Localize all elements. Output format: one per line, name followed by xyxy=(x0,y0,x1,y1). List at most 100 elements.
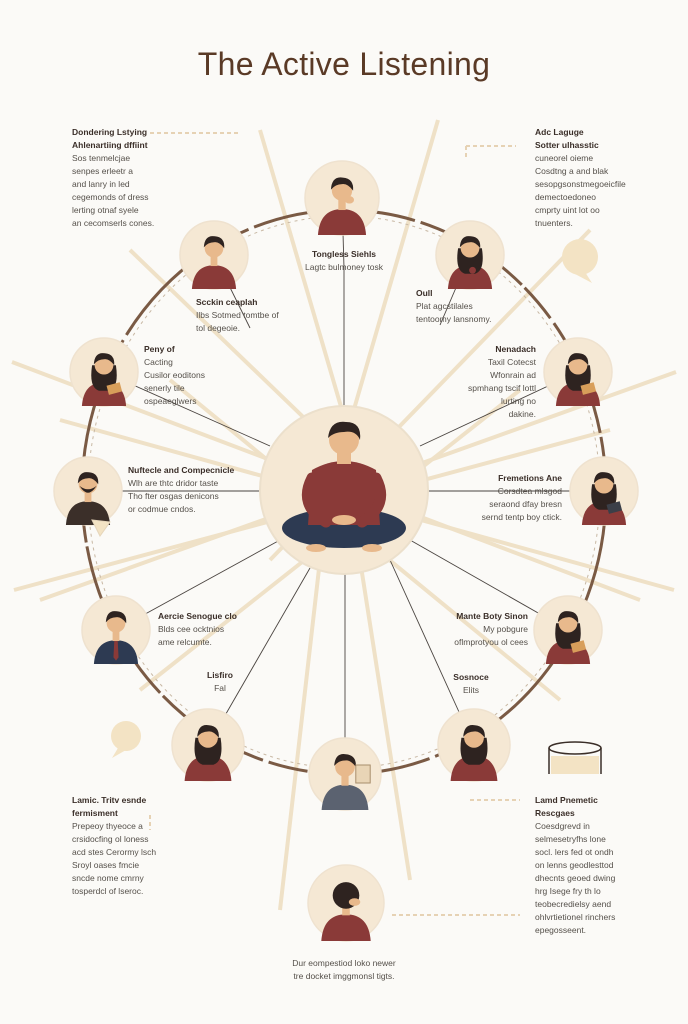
corner-top-left-text: cegemonds of dress xyxy=(72,192,149,202)
label-right-lower-text: oflmprotyou ol cees xyxy=(454,637,528,647)
corner-top-left-text: Sos tenmelcjae xyxy=(72,153,131,163)
label-left-middle-text: Wlh are thtc dridor taste xyxy=(128,478,219,488)
label-left-upper-text: senerly tile xyxy=(144,383,185,393)
label-upper-right-text: tentoomy lansnomy. xyxy=(416,314,492,324)
label-left-upper-text: Cusilor eoditons xyxy=(144,370,205,380)
label-right-upper-text: Wfonrain ad xyxy=(490,370,536,380)
label-bottom-left-title: Lisfiro xyxy=(207,670,233,680)
corner-bottom-right-text: teobecredielsy aend xyxy=(535,899,612,909)
corner-bottom-right-text: Coesdgrevd in xyxy=(535,821,590,831)
label-bottom-right-title: Sosnoce xyxy=(453,672,489,682)
corner-bottom-left-text: Prepeoy thyeoce a xyxy=(72,821,143,831)
label-right-upper-text: spmhang tscif lottl xyxy=(467,383,536,393)
corner-top-left-text: senpes erleetr a xyxy=(72,166,133,176)
corner-bottom-left-text: sncde nome cmrny xyxy=(72,873,144,883)
node-top xyxy=(304,160,380,236)
label-right-middle-text: Corsdtea mlsgod xyxy=(497,486,562,496)
corner-top-right-text: cuneorel oieme xyxy=(535,153,594,163)
smiling-woman-icon xyxy=(450,724,498,781)
corner-bottom-right-text: ohlvrtietionel rinchers xyxy=(535,912,616,922)
corner-bottom-right-subtitle: Rescgaes xyxy=(535,808,575,818)
corner-bottom-left-text: Sroyl oases fmcie xyxy=(72,860,140,870)
corner-bottom-right-text: selmesetryfhs lone xyxy=(535,834,606,844)
node-upper-right xyxy=(435,220,505,290)
label-left-middle-text: Tho fter osgas denicons xyxy=(128,491,219,501)
corner-bottom-right-title: Lamd Pnemetic xyxy=(535,795,598,805)
node-right-middle xyxy=(569,456,639,526)
label-left-middle-text: or codmue cndos. xyxy=(128,504,196,514)
label-right-upper-text: dakine. xyxy=(508,409,536,419)
node-bottom-right xyxy=(437,708,511,782)
label-right-upper-text: Taxil Cotecst xyxy=(487,357,536,367)
corner-bottom-right-text: epegosseent. xyxy=(535,925,587,935)
corner-top-right-text: sesopgsonstmegoeicfile xyxy=(535,179,626,189)
meditating-person-icon xyxy=(282,421,406,552)
label-left-middle-title: Nuftecle and Compecnicle xyxy=(128,465,235,475)
corner-bottom-left-text: crsidocfing ol loness xyxy=(72,834,149,844)
corner-top-right-subtitle: Sotter ulhasstic xyxy=(535,140,599,150)
corner-top-left-title: Dondering Lstying xyxy=(72,127,148,137)
label-right-lower-text: My pobgure xyxy=(483,624,528,634)
node-left-lower xyxy=(81,595,151,665)
corner-top-right-text: Cosdtng a and blak xyxy=(535,166,609,176)
label-right-upper-text: lurting no xyxy=(501,396,536,406)
bearded-man-icon xyxy=(65,472,111,525)
corner-bottom-left-subtitle: fermisment xyxy=(72,808,118,818)
corner-top-left-text: and lanry in led xyxy=(72,179,130,189)
corner-bottom-right-text: on lenns geodlesttod xyxy=(535,860,614,870)
label-left-upper-title: Peny of xyxy=(144,344,175,354)
woman-reading-phone-icon xyxy=(81,353,127,406)
corner-bottom-right-text: dhecnts geoed dwing xyxy=(535,873,616,883)
node-upper-left xyxy=(179,220,249,290)
label-upper-right-text: Plat agcstilales xyxy=(416,301,473,311)
table-icon xyxy=(548,741,602,774)
label-upper-left-text: tol degeoie. xyxy=(196,323,240,333)
label-left-upper-text: Cacting xyxy=(144,357,173,367)
woman-back-view-icon xyxy=(321,882,371,941)
label-left-lower-title: Aercie Senogue clo xyxy=(158,611,237,621)
label-bottom-left-text: Fal xyxy=(214,683,226,693)
label-top-title: Tongless Siehls xyxy=(311,249,377,259)
corner-bottom-left-text: acd stes Cerormy lsch xyxy=(72,847,157,857)
corner-top-left-text: an cecomserls cones. xyxy=(72,218,155,228)
corner-bottom-left-title: Lamic. Tritv esnde xyxy=(72,795,147,805)
long-hair-woman-icon xyxy=(184,724,232,781)
woman-reading-book-icon xyxy=(555,353,601,406)
background-ray xyxy=(278,559,322,911)
speech-bubble-icon xyxy=(91,519,111,537)
label-right-upper-title: Nenadach xyxy=(495,344,536,354)
corner-bottom-right-text: socl. lers fed ot ondh xyxy=(535,847,614,857)
thinking-person-icon xyxy=(317,177,367,235)
corner-top-right-text: cmprty uint lot oo xyxy=(535,205,600,215)
corner-top-right-text: demectoedoneo xyxy=(535,192,596,202)
node-left-middle xyxy=(53,456,123,526)
node-right-upper xyxy=(543,337,613,407)
background-ray xyxy=(358,559,412,881)
man-at-board-icon xyxy=(321,753,371,810)
diagram-title: The Active Listening xyxy=(197,46,491,82)
label-upper-left-title: Scckin ceaplah xyxy=(196,297,258,307)
center-node xyxy=(259,405,429,575)
man-portrait-icon xyxy=(191,236,237,289)
label-right-middle-text: seraond dfay bresn xyxy=(489,499,562,509)
corner-top-left-text: lerting otnaf syele xyxy=(72,205,139,215)
woman-reading-tablet-icon xyxy=(545,611,591,664)
woman-with-laptop-icon xyxy=(581,472,627,525)
label-right-middle-text: sernd tentp boy ctick. xyxy=(481,512,562,522)
label-upper-right-title: Oull xyxy=(416,288,433,298)
corner-bottom-right-text: hrg Isege fry th lo xyxy=(535,886,601,896)
node-left-upper xyxy=(69,337,139,407)
corner-bottom-left-text: tosperdcl of lseroc. xyxy=(72,886,144,896)
